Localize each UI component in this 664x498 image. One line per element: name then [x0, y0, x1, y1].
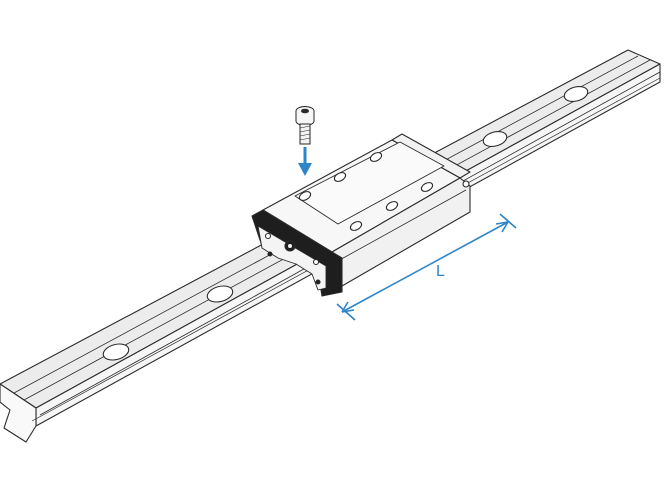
- rail-hole: [102, 343, 130, 361]
- mounting-bolt: [295, 106, 315, 145]
- block-hole: [349, 221, 363, 231]
- length-dimension: [336, 213, 517, 321]
- dimension-label: L: [436, 263, 445, 280]
- block-hole: [298, 191, 312, 201]
- rail-hole: [482, 131, 508, 147]
- block-holes: [298, 152, 434, 231]
- rail-hole: [563, 86, 589, 102]
- block-hole: [369, 152, 383, 162]
- block-hole: [420, 182, 434, 192]
- insert-arrow: [298, 147, 312, 176]
- block-hole: [385, 201, 399, 211]
- rail-hole: [206, 285, 234, 303]
- carriage-block: [251, 133, 471, 297]
- rail-holes: [102, 86, 589, 361]
- block-hole: [333, 172, 347, 182]
